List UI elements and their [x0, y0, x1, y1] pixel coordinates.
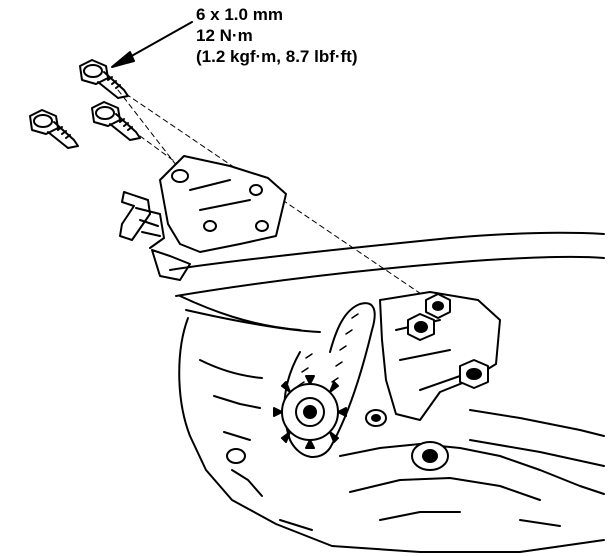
torque-nm-label: 12 N·m [196, 26, 253, 45]
engine-block [178, 317, 605, 553]
sprocket-icon [273, 375, 347, 449]
engine-bracket-icon [119, 155, 287, 281]
mount-nut-icon [459, 359, 489, 389]
callout-leader-arrow [111, 21, 193, 68]
bolt-icon [91, 101, 141, 141]
bolt-icon [29, 109, 79, 149]
bolt-icon [79, 59, 129, 99]
bolt-spec-callout: 6 x 1.0 mm 12 N·m (1.2 kgf·m, 8.7 lbf·ft… [196, 4, 358, 67]
torque-alt-label: (1.2 kgf·m, 8.7 lbf·ft) [196, 47, 358, 66]
engine-cover-outline [169, 231, 605, 333]
mount-nut-icon [407, 313, 435, 341]
mount-nut-icon [425, 293, 451, 319]
bolt-size-label: 6 x 1.0 mm [196, 5, 283, 24]
